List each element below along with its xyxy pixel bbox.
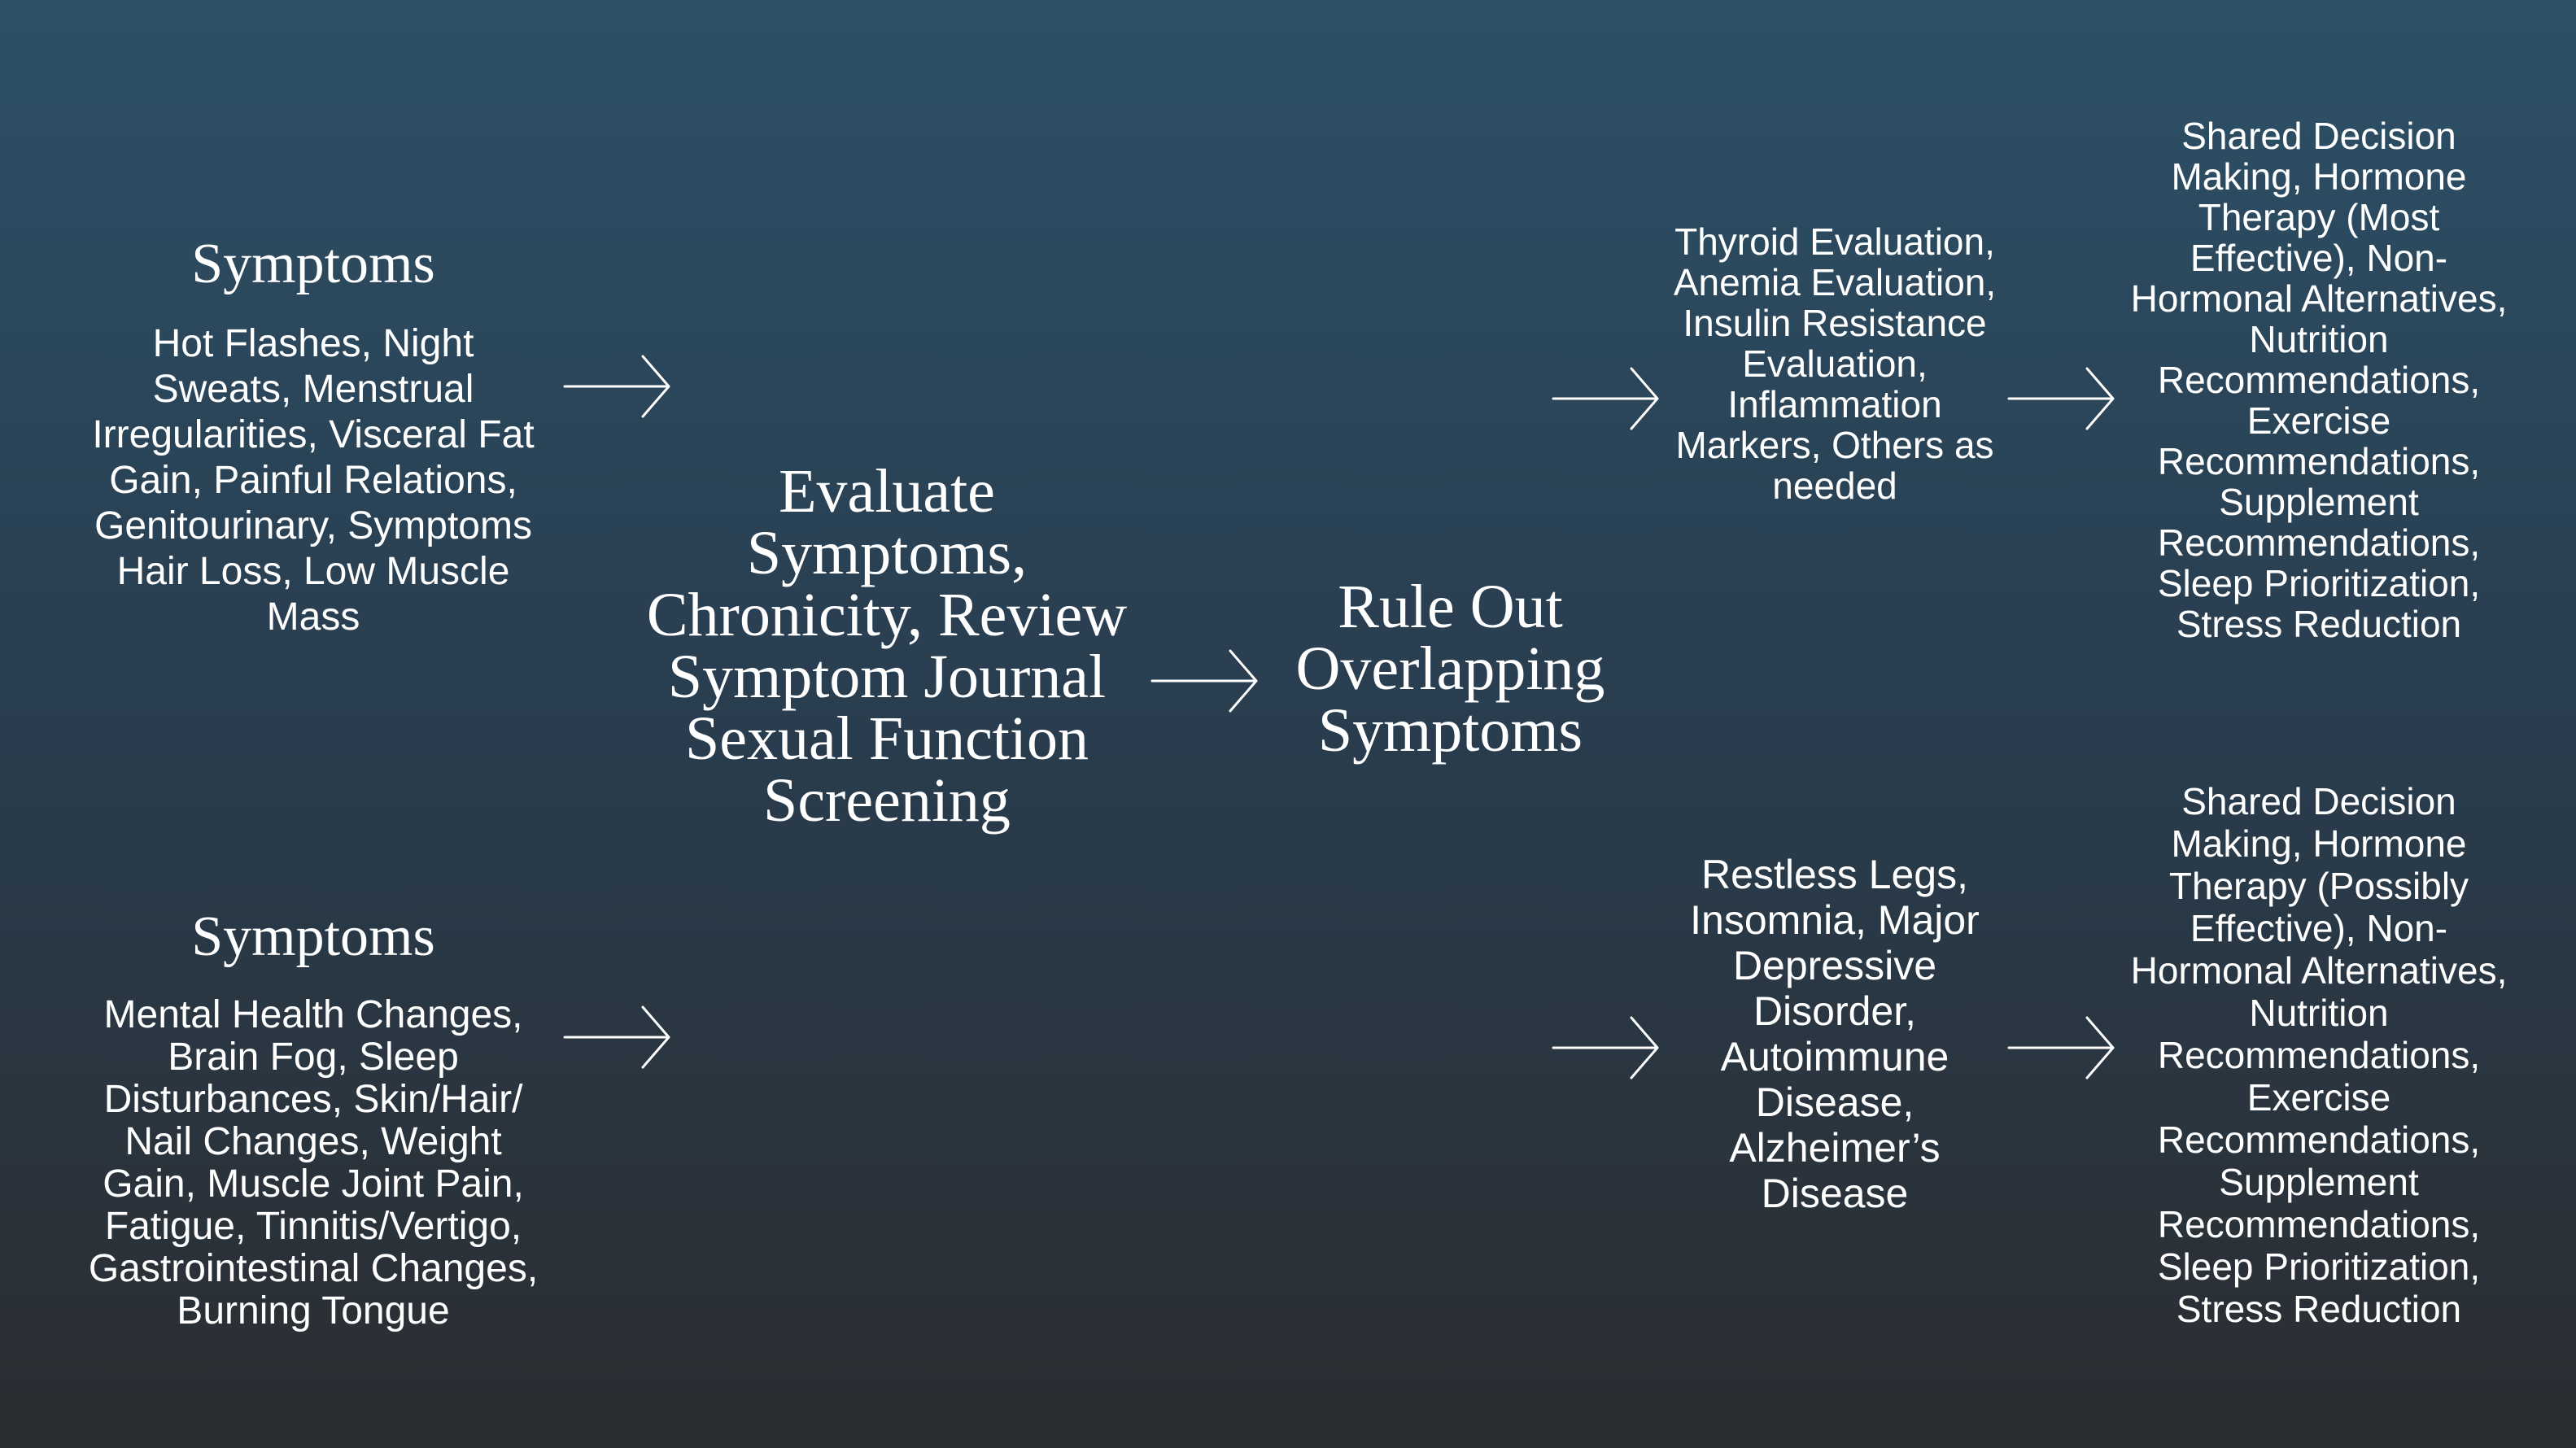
arrow-right-icon xyxy=(563,355,670,418)
symptoms-heading: Symptoms xyxy=(191,233,435,295)
symptoms-group-1: Symptoms Hot Flashes, Night Sweats, Mens… xyxy=(81,232,545,640)
arrow-right-icon xyxy=(563,1005,670,1069)
treatment-plan: Shared Decision Making, Hormone Therapy … xyxy=(2130,115,2508,645)
evaluations-list: Thyroid Evaluation, Anemia Evaluation, I… xyxy=(1673,220,1997,507)
rule-out-step: Rule Out Overlapping Symptoms xyxy=(1295,573,1605,765)
symptoms-heading: Symptoms xyxy=(191,905,435,968)
arrow-right-icon xyxy=(1552,367,1659,430)
symptoms-group-2: Symptoms Mental Health Changes, Brain Fo… xyxy=(81,905,545,1332)
symptoms-list: Hot Flashes, Night Sweats, Menstrual Irr… xyxy=(92,322,535,639)
evaluate-step: Evaluate Symptoms, Chronicity, Review Sy… xyxy=(646,457,1128,835)
arrow-right-icon xyxy=(2007,367,2115,430)
arrow-right-icon xyxy=(1150,649,1258,713)
arrow-right-icon xyxy=(1552,1016,1659,1079)
conditions-list: Restless Legs, Insomnia, Major Depressiv… xyxy=(1690,852,1980,1216)
treatment-plan: Shared Decision Making, Hormone Therapy … xyxy=(2130,780,2508,1330)
arrow-right-icon xyxy=(2007,1016,2115,1079)
symptoms-list: Mental Health Changes, Brain Fog, Sleep … xyxy=(88,993,539,1332)
